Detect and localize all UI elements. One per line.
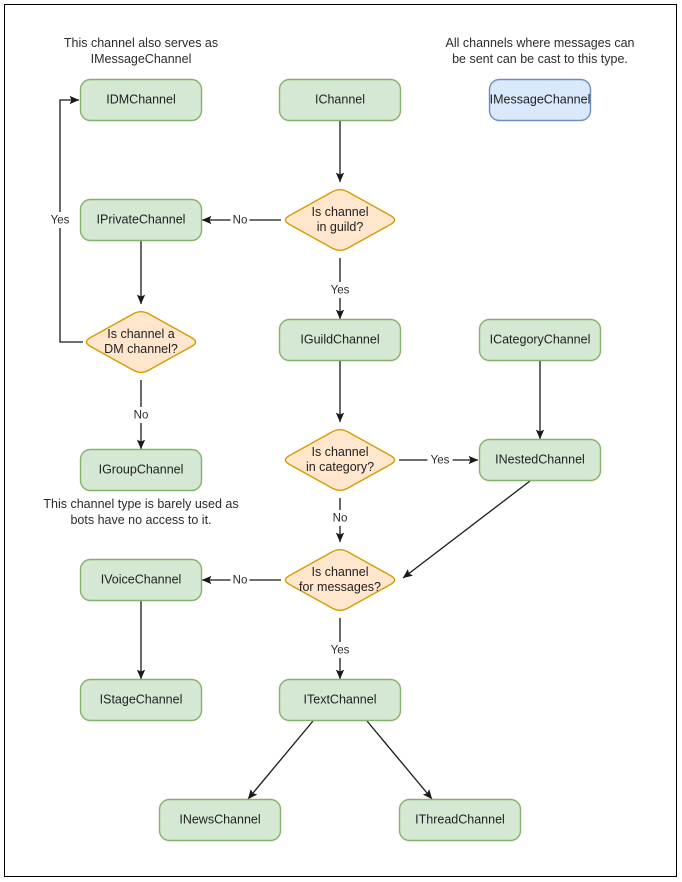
- node-shape: [158, 798, 282, 842]
- decision-shape: [85, 310, 197, 374]
- edge-isguild-to-iprivatechannel: No: [201, 212, 281, 228]
- node-isdm[interactable]: Is channel aDM channel?: [85, 310, 197, 374]
- edge-label-yes: Yes: [331, 645, 350, 657]
- edge-ismessages-to-itextchannel: Yes: [327, 618, 353, 680]
- annotation-note-dm: This channel also serves as IMessageChann…: [64, 36, 218, 66]
- node-ithreadchannel[interactable]: IThreadChannel: [398, 798, 522, 842]
- annotation-line: This channel type is barely used as: [43, 497, 238, 511]
- node-label: in category?: [306, 460, 374, 474]
- node-label: IStageChannel: [100, 692, 183, 706]
- edge-label-no: No: [233, 575, 248, 587]
- node-shape: [79, 78, 203, 122]
- edge-iscategory-to-ismessages: No: [330, 498, 350, 543]
- edge-label-no: No: [233, 215, 248, 227]
- node-shape: [79, 198, 203, 242]
- annotation-line: All channels where messages can: [446, 36, 635, 50]
- node-label: IPrivateChannel: [97, 212, 186, 226]
- decision-shape: [284, 548, 396, 612]
- node-istagechannel[interactable]: IStageChannel: [79, 678, 203, 722]
- edge-itextchannel-to-ithreadchannel: [366, 720, 433, 800]
- node-itextchannel[interactable]: ITextChannel: [278, 678, 402, 722]
- decision-shape: [284, 188, 396, 252]
- node-iprivatechannel[interactable]: IPrivateChannel: [79, 198, 203, 242]
- annotation-line: IMessageChannel: [91, 52, 192, 66]
- node-shape: [79, 678, 203, 722]
- annotation-line: This channel also serves as: [64, 36, 218, 50]
- node-label: for messages?: [299, 580, 381, 594]
- edge-inestedchannel-to-ismessages: [402, 480, 531, 579]
- node-label: Is channel: [312, 565, 369, 579]
- notes-layer: This channel also serves as IMessageChann…: [43, 36, 634, 527]
- node-label: Is channel: [312, 205, 369, 219]
- node-shape: [478, 438, 602, 482]
- node-label: IThreadChannel: [415, 812, 505, 826]
- edge-isguild-to-iguildchannel: Yes: [327, 258, 353, 320]
- node-imessagechannel[interactable]: IMessageChannel: [488, 78, 592, 122]
- node-shape: [488, 78, 592, 122]
- node-shape: [79, 448, 203, 492]
- node-shape: [278, 678, 402, 722]
- edge-label-yes: Yes: [431, 455, 450, 467]
- edge-label-no: No: [134, 410, 149, 422]
- edge-isdm-to-idmchannel: Yes: [47, 95, 83, 343]
- edge-ismessages-to-ivoicechannel: No: [201, 572, 281, 588]
- edge-label-backdrop: [47, 212, 73, 228]
- edge-label-backdrop: [330, 510, 350, 526]
- edge-iscategory-to-inestedchannel: Yes: [399, 452, 479, 468]
- node-inestedchannel[interactable]: INestedChannel: [478, 438, 602, 482]
- node-shape: [478, 318, 602, 362]
- annotation-line: be sent can be cast to this type.: [452, 52, 628, 66]
- node-label: Is channel a: [107, 327, 174, 341]
- edge-path: [402, 480, 531, 579]
- node-label: IDMChannel: [106, 92, 175, 106]
- edge-path: [366, 720, 433, 800]
- annotation-note-group: This channel type is barely used as bots …: [43, 497, 238, 527]
- edge-label-backdrop: [230, 212, 250, 228]
- node-label: INestedChannel: [495, 452, 585, 466]
- edge-label-backdrop: [327, 642, 353, 658]
- edge-label-backdrop: [230, 572, 250, 588]
- edge-itextchannel-to-inewschannel: [247, 720, 314, 800]
- node-label: Is channel: [312, 445, 369, 459]
- edge-label-no: No: [333, 513, 348, 525]
- node-iguildchannel[interactable]: IGuildChannel: [278, 318, 402, 362]
- node-label: IChannel: [315, 92, 365, 106]
- node-shape: [79, 558, 203, 602]
- node-shape: [278, 78, 402, 122]
- edge-path: [247, 720, 314, 800]
- edge-label-backdrop: [131, 407, 151, 423]
- annotation-note-message: All channels where messages can be sent c…: [446, 36, 635, 66]
- node-inewschannel[interactable]: INewsChannel: [158, 798, 282, 842]
- node-label: ITextChannel: [304, 692, 377, 706]
- node-icategorychannel[interactable]: ICategoryChannel: [478, 318, 602, 362]
- node-label: IGuildChannel: [300, 332, 379, 346]
- nodes-layer: IDMChannel IChannel IMessageChannelIPrivat…: [79, 78, 602, 842]
- node-label: INewsChannel: [179, 812, 260, 826]
- edge-label-backdrop: [327, 282, 353, 298]
- node-label: IMessageChannel: [490, 92, 591, 106]
- node-ivoicechannel[interactable]: IVoiceChannel: [79, 558, 203, 602]
- edge-isdm-to-igroupchannel: No: [131, 380, 151, 450]
- node-label: DM channel?: [104, 342, 178, 356]
- node-label: in guild?: [317, 220, 364, 234]
- node-idmchannel[interactable]: IDMChannel: [79, 78, 203, 122]
- edge-label-yes: Yes: [331, 285, 350, 297]
- annotation-line: bots have no access to it.: [70, 513, 211, 527]
- node-shape: [398, 798, 522, 842]
- node-igroupchannel[interactable]: IGroupChannel: [79, 448, 203, 492]
- edge-label-yes: Yes: [51, 215, 70, 227]
- node-shape: [278, 318, 402, 362]
- decision-shape: [284, 428, 396, 492]
- node-label: IGroupChannel: [99, 462, 184, 476]
- node-label: ICategoryChannel: [490, 332, 591, 346]
- node-ichannel[interactable]: IChannel: [278, 78, 402, 122]
- node-label: IVoiceChannel: [101, 572, 182, 586]
- edge-label-backdrop: [427, 452, 453, 468]
